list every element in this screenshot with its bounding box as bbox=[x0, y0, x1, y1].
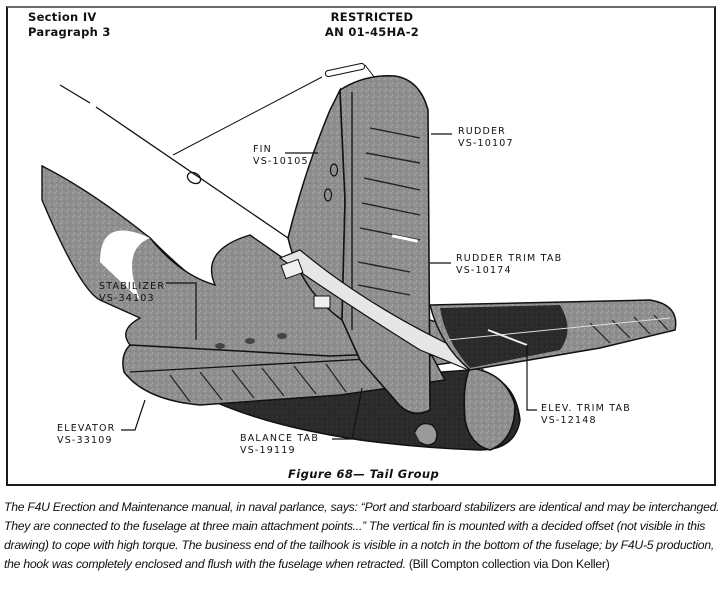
callout-stabilizer: STABILIZER VS-34103 bbox=[99, 281, 165, 305]
paragraph-label: Paragraph 3 bbox=[28, 25, 111, 39]
callout-name: ELEVATOR bbox=[57, 423, 116, 434]
callout-elev-trim-tab: ELEV. TRIM TAB VS-12148 bbox=[541, 403, 631, 427]
callout-part: VS-12148 bbox=[541, 415, 597, 426]
callout-balance-tab: BALANCE TAB VS-19119 bbox=[240, 433, 319, 457]
section-header: Section IV Paragraph 3 bbox=[28, 10, 111, 40]
callout-fin: FIN VS-10105 bbox=[253, 144, 309, 168]
callout-part: VS-34103 bbox=[99, 293, 155, 304]
classification-header: RESTRICTED AN 01-45HA-2 bbox=[322, 10, 422, 40]
callout-part: VS-10174 bbox=[456, 265, 512, 276]
callout-leaders bbox=[121, 133, 537, 440]
section-label: Section IV bbox=[28, 10, 97, 24]
figure-title: Figure 68— Tail Group bbox=[288, 467, 440, 481]
callout-part: VS-19119 bbox=[240, 445, 296, 456]
callout-part: VS-33109 bbox=[57, 435, 113, 446]
callout-elevator: ELEVATOR VS-33109 bbox=[57, 423, 115, 447]
tail-group-illustration bbox=[41, 62, 677, 451]
callout-rudder-trim-tab: RUDDER TRIM TAB VS-10174 bbox=[456, 253, 562, 277]
callout-name: RUDDER bbox=[458, 126, 506, 137]
caption: The F4U Erection and Maintenance manual,… bbox=[4, 498, 722, 574]
callout-name: FIN bbox=[253, 144, 272, 155]
callout-name: BALANCE TAB bbox=[240, 433, 320, 444]
figure-frame bbox=[6, 6, 716, 486]
caption-text: The F4U Erection and Maintenance manual,… bbox=[4, 500, 720, 571]
callout-part: VS-10107 bbox=[458, 138, 514, 149]
callout-part: VS-10105 bbox=[253, 156, 309, 167]
callout-name: STABILIZER bbox=[99, 281, 166, 292]
caption-credit: (Bill Compton collection via Don Keller) bbox=[408, 557, 610, 571]
document-number: AN 01-45HA-2 bbox=[324, 25, 420, 39]
callout-name: RUDDER TRIM TAB bbox=[456, 253, 563, 264]
callout-name: ELEV. TRIM TAB bbox=[541, 403, 631, 414]
tailhook bbox=[414, 422, 438, 446]
callout-rudder: RUDDER VS-10107 bbox=[458, 126, 514, 150]
classification-label: RESTRICTED bbox=[330, 10, 414, 24]
